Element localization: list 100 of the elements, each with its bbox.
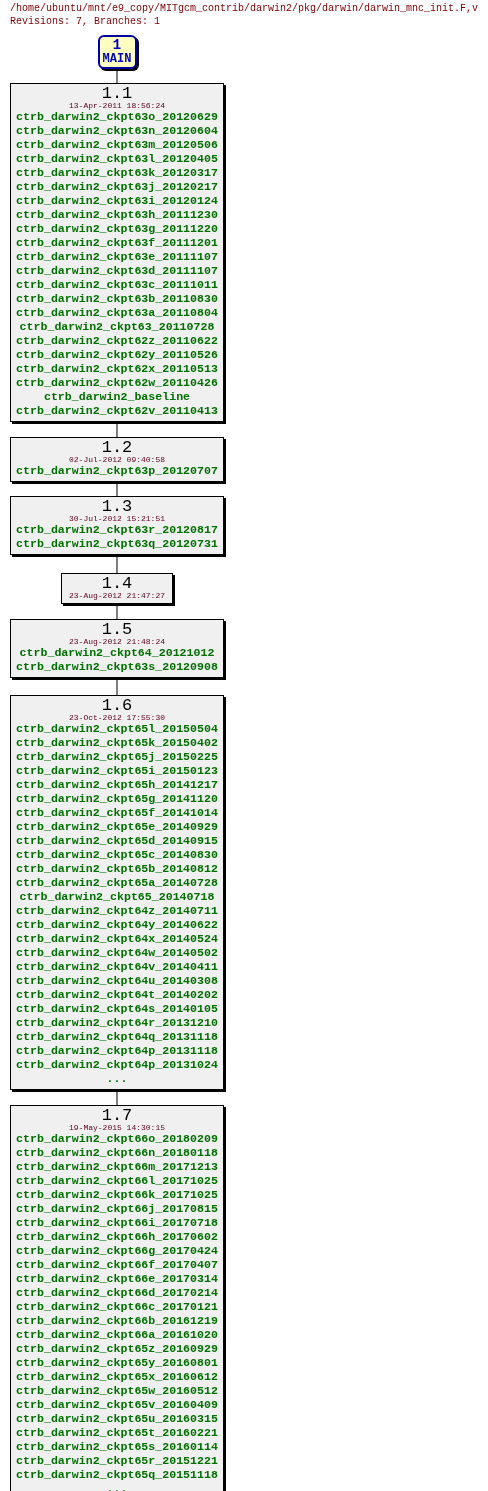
tag-name: ctrb_darwin2_ckpt64p_20131118 [16,1044,218,1058]
revision-box [10,496,224,555]
tag-name: ctrb_darwin2_ckpt65v_20160409 [16,1398,218,1412]
tag-name: ctrb_darwin2_ckpt66f_20170407 [16,1258,218,1272]
connector-line [116,603,118,620]
tag-name: ctrb_darwin2_ckpt63j_20120217 [16,180,218,194]
connector-line [116,421,118,438]
tag-name: ctrb_darwin2_ckpt65b_20140812 [16,862,218,876]
tag-name: ctrb_darwin2_ckpt64y_20140622 [16,918,218,932]
tag-name: ctrb_darwin2_ckpt64s_20140105 [16,1002,218,1016]
branch-box [97,35,137,69]
tag-name: ctrb_darwin2_ckpt66j_20170815 [16,1202,218,1216]
tag-name: ctrb_darwin2_ckpt62v_20110413 [16,404,218,418]
tag-name: ctrb_darwin2_ckpt63c_20111011 [16,278,218,292]
revision-box [10,695,224,1090]
tag-name: ctrb_darwin2_ckpt64t_20140202 [16,988,218,1002]
connector-line [116,677,118,696]
tag-name: ctrb_darwin2_ckpt65y_20160801 [16,1356,218,1370]
revision-number: 1.6 [101,696,133,713]
tag-name: ctrb_darwin2_ckpt63k_20120317 [16,166,218,180]
tag-name: ctrb_darwin2_ckpt65s_20160114 [16,1440,218,1454]
tag-name: ctrb_darwin2_ckpt66o_20180209 [16,1132,218,1146]
tag-name: ctrb_darwin2_ckpt63e_20111107 [16,250,218,264]
tag-name: ctrb_darwin2_ckpt64u_20140308 [16,974,218,988]
revision-date: 23-Aug-2012 21:47:27 [69,591,165,600]
tag-name: ctrb_darwin2_ckpt66h_20170602 [16,1230,218,1244]
tag-name: ctrb_darwin2_ckpt66n_20180118 [16,1146,218,1160]
revision-box [61,573,173,604]
revision-box [10,619,224,678]
tag-name: ctrb_darwin2_ckpt62z_20110622 [16,334,218,348]
revision-box [10,1105,224,1491]
tag-name: ctrb_darwin2_ckpt63l_20120405 [16,152,218,166]
tag-name: ctrb_darwin2_ckpt66g_20170424 [16,1244,218,1258]
tag-name: ctrb_darwin2_ckpt63_20110728 [19,320,215,334]
tag-name: ctrb_darwin2_ckpt63b_20110830 [16,292,218,306]
tag-name: ctrb_darwin2_ckpt64v_20140411 [16,960,218,974]
tag-name: ctrb_darwin2_ckpt64q_20131118 [16,1030,218,1044]
file-path-title: /home/ubuntu/mnt/e9_copy/MITgcm_contrib/darwin2/pkg/darwin/darwin_mnc_init.F,v [10,2,479,15]
tag-name: ctrb_darwin2_ckpt64w_20140502 [16,946,218,960]
tag-name: ctrb_darwin2_ckpt65k_20150402 [16,736,218,750]
revision-summary: Revisions: 7, Branches: 1 [10,15,162,28]
tag-name: ctrb_darwin2_ckpt63q_20120731 [16,537,218,551]
tag-name: ctrb_darwin2_ckpt64z_20140711 [16,904,218,918]
tag-name: ctrb_darwin2_ckpt63f_20111201 [16,236,218,250]
tag-name: ctrb_darwin2_ckpt63o_20120629 [16,110,218,124]
tag-name: ctrb_darwin2_ckpt66m_20171213 [16,1160,218,1174]
tag-name: ctrb_darwin2_ckpt63p_20120707 [16,464,218,478]
tag-name: ctrb_darwin2_ckpt66e_20170314 [16,1272,218,1286]
tag-name: ctrb_darwin2_ckpt66a_20161020 [16,1328,218,1342]
tag-name: ctrb_darwin2_ckpt65r_20151221 [16,1454,218,1468]
tag-name: ctrb_darwin2_ckpt65d_20140915 [16,834,218,848]
tag-name: ctrb_darwin2_ckpt63s_20120908 [16,660,218,674]
tag-name: ctrb_darwin2_ckpt66c_20170121 [16,1300,218,1314]
revision-number: 1.2 [101,438,133,455]
tag-name: ctrb_darwin2_ckpt65x_20160612 [16,1370,218,1384]
tag-name: ctrb_darwin2_ckpt66k_20171025 [16,1188,218,1202]
tag-name: ctrb_darwin2_ckpt65c_20140830 [16,848,218,862]
revision-number: 1.1 [101,84,133,101]
tag-name: ctrb_darwin2_ckpt63g_20111220 [16,222,218,236]
tag-name: ctrb_darwin2_ckpt65q_20151118 [16,1468,218,1482]
tag-name: ctrb_darwin2_ckpt66b_20161219 [16,1314,218,1328]
tag-name: ctrb_darwin2_ckpt63n_20120604 [16,124,218,138]
revision-date: 19-May-2015 14:30:15 [69,1123,165,1132]
revision-number: 1.5 [101,620,133,637]
tag-name: ctrb_darwin2_ckpt65a_20140728 [16,876,218,890]
revision-box [10,83,224,422]
branch-number: 1 [112,38,122,52]
tag-name: ctrb_darwin2_ckpt65l_20150504 [16,722,218,736]
tag-name: ctrb_darwin2_ckpt66d_20170214 [16,1286,218,1300]
tag-name: ctrb_darwin2_ckpt62y_20110526 [16,348,218,362]
tag-name: ctrb_darwin2_ckpt63i_20120124 [16,194,218,208]
tag-name: ctrb_darwin2_ckpt64p_20131024 [16,1058,218,1072]
connector-line [116,554,118,574]
tag-name: ctrb_darwin2_ckpt65w_20160512 [16,1384,218,1398]
revision-date: 30-Jul-2012 15:21:51 [69,514,165,523]
tag-name: ctrb_darwin2_ckpt64_20121012 [19,646,215,660]
revision-box [10,437,224,482]
tag-name: ctrb_darwin2_ckpt65g_20141120 [16,792,218,806]
revision-date: 13-Apr-2011 18:56:24 [69,101,165,110]
tag-name: ctrb_darwin2_ckpt63m_20120506 [16,138,218,152]
tag-name: ctrb_darwin2_ckpt65u_20160315 [16,1412,218,1426]
tag-name: ctrb_darwin2_ckpt65i_20150123 [16,764,218,778]
tag-name: ctrb_darwin2_ckpt64r_20131210 [16,1016,218,1030]
revision-date: 02-Jul-2012 09:40:58 [69,455,165,464]
branch-name: MAIN [102,52,132,66]
connector-line [116,481,118,497]
tag-name: ctrb_darwin2_ckpt63d_20111107 [16,264,218,278]
connector-line [116,68,118,84]
tag-name: ctrb_darwin2_ckpt63a_20110804 [16,306,218,320]
tag-name: ctrb_darwin2_ckpt65t_20160221 [16,1426,218,1440]
connector-line [116,1089,118,1106]
revision-date: 23-Oct-2012 17:55:30 [69,713,165,722]
revision-number: 1.3 [101,497,133,514]
tag-name: ctrb_darwin2_ckpt66i_20170718 [16,1216,218,1230]
tag-name: ctrb_darwin2_ckpt65_20140718 [19,890,215,904]
tag-name: ctrb_darwin2_ckpt65h_20141217 [16,778,218,792]
tag-name: ctrb_darwin2_ckpt63h_20111230 [16,208,218,222]
tag-name: ctrb_darwin2_ckpt64x_20140524 [16,932,218,946]
revision-number: 1.7 [101,1106,133,1123]
tag-name: ... [106,1072,128,1086]
